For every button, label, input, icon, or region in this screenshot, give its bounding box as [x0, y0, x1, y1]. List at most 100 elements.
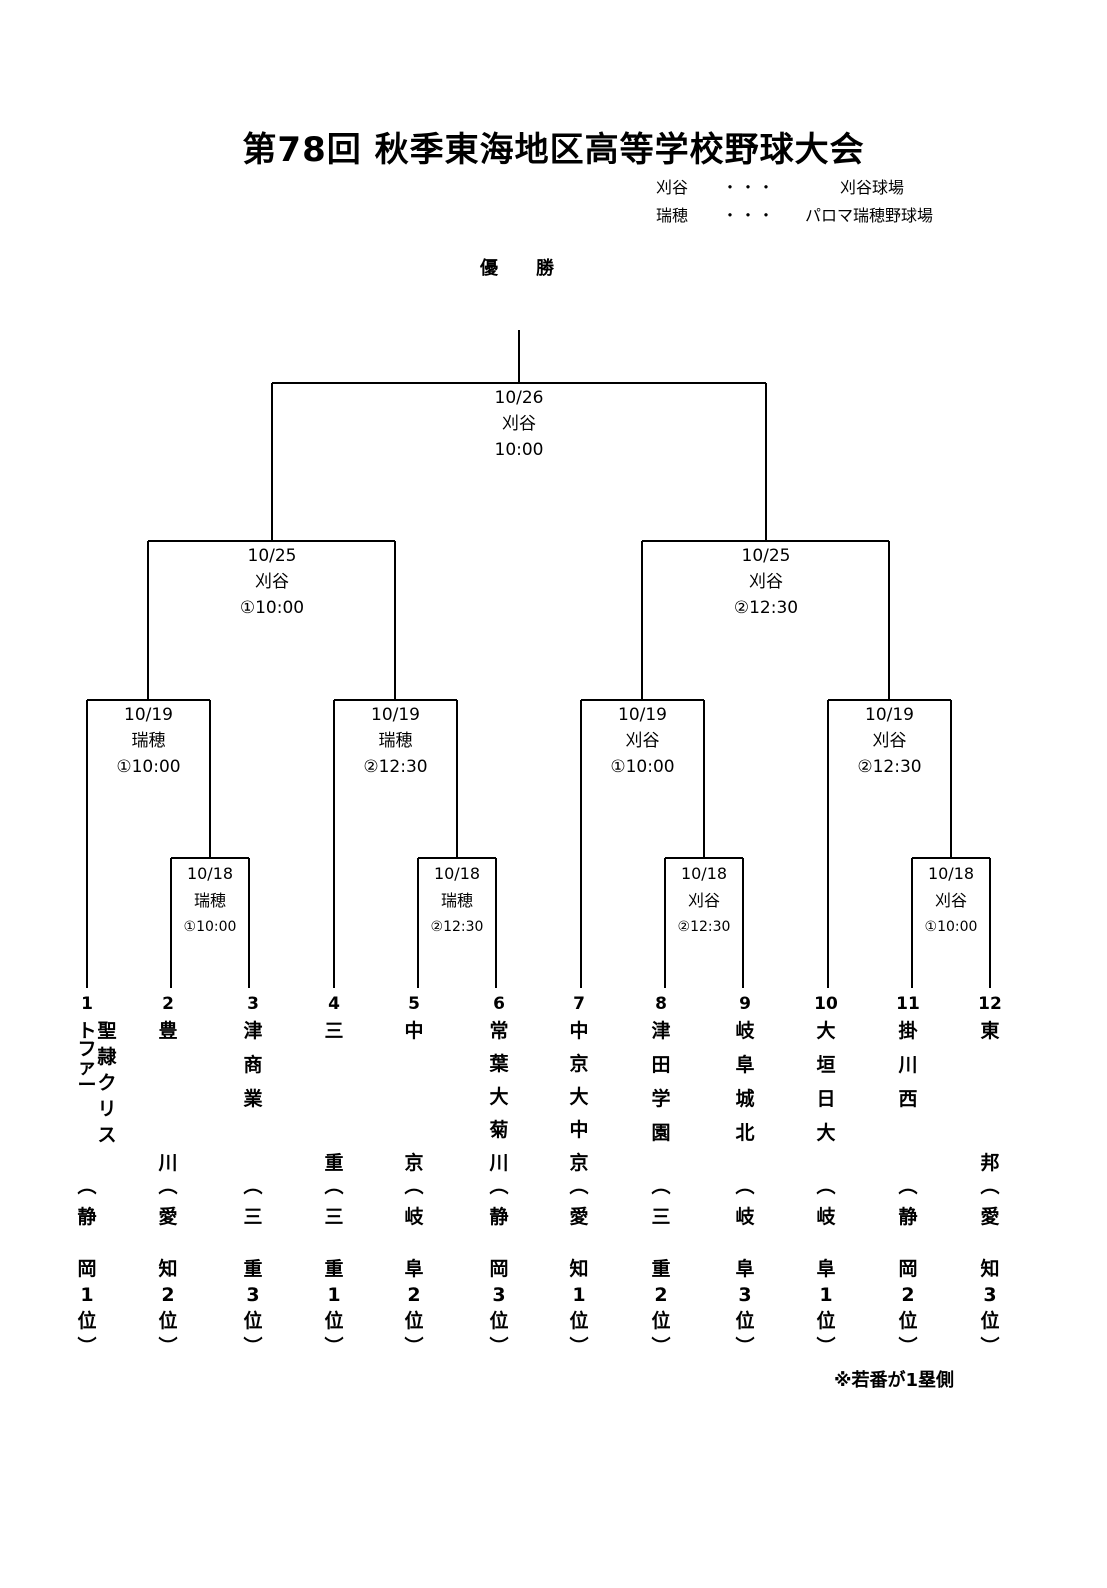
team-rank: 3: [738, 1284, 752, 1306]
pref-close-paren: ︶: [898, 1336, 918, 1358]
team-pref-char: 阜: [404, 1258, 424, 1280]
pref-open-paren: ︵: [77, 1175, 97, 1197]
pref-close-paren: ︶: [158, 1336, 178, 1358]
venue-full-mizuho: パロマ瑞穂野球場: [805, 206, 934, 225]
team-seed-number: 4: [328, 994, 340, 1014]
match-venue: 刈谷: [872, 731, 907, 751]
team-rank-suffix: 位: [404, 1310, 424, 1332]
team-pref-char: 知: [158, 1258, 178, 1280]
team-name-char: 大: [816, 1122, 836, 1144]
team-rank: 3: [246, 1284, 260, 1306]
r1_3-leg-r: [742, 858, 744, 988]
match-venue: 刈谷: [502, 414, 536, 434]
team-name-char: 日: [816, 1088, 836, 1110]
match-date: 10/19: [124, 705, 173, 725]
team-pref-char: 岐: [404, 1206, 424, 1228]
team-name-char: 葉: [489, 1053, 509, 1075]
team-name-char: ァ: [77, 1056, 97, 1078]
team-name-char: 中: [569, 1119, 589, 1141]
team-seed-number: 7: [573, 994, 585, 1014]
pref-close-paren: ︶: [243, 1336, 263, 1358]
match-time: ①10:00: [183, 919, 237, 935]
team-seed-number: 5: [408, 994, 420, 1014]
qf1-leg-r: [209, 700, 211, 858]
match-date: 10/19: [618, 705, 667, 725]
champion-char-1: 優: [480, 258, 498, 279]
team-pref-char: 岡: [77, 1258, 97, 1280]
venue-full-kariya: 刈谷球場: [840, 178, 905, 197]
team-rank: 3: [983, 1284, 997, 1306]
team-rank: 1: [572, 1284, 586, 1306]
pref-close-paren: ︶: [980, 1336, 1000, 1358]
pref-open-paren: ︵: [980, 1175, 1000, 1197]
footnote: ※若番が1塁側: [834, 1370, 955, 1391]
team-name-char: 津: [651, 1020, 671, 1042]
match-time: ②12:30: [677, 919, 731, 935]
team-rank-suffix: 位: [489, 1310, 509, 1332]
page-title: 第78回 秋季東海地区高等学校野球大会: [242, 130, 865, 170]
team-pref-char: 静: [898, 1206, 918, 1228]
team-rank: 2: [901, 1284, 915, 1306]
sf-left-leg-r: [394, 541, 396, 700]
team-name-char: 京: [569, 1152, 589, 1174]
team-pref-char: 重: [651, 1258, 671, 1280]
team-name-char: ス: [97, 1124, 117, 1146]
match-date: 10/19: [371, 705, 420, 725]
match-date: 10/25: [247, 546, 297, 566]
team-rank-suffix: 位: [77, 1310, 97, 1332]
team-name-char: 中: [404, 1020, 424, 1042]
team-name-char: 阜: [735, 1054, 755, 1076]
match-time: ①10:00: [116, 757, 181, 777]
match-venue: 瑞穂: [440, 891, 473, 910]
pref-open-paren: ︵: [158, 1175, 178, 1197]
team-seed-number: 9: [739, 994, 751, 1014]
team-seed-number: 1: [81, 994, 93, 1014]
pref-close-paren: ︶: [324, 1336, 344, 1358]
team-name-char: 学: [651, 1088, 671, 1110]
match-venue: 刈谷: [749, 572, 783, 592]
team-rank-suffix: 位: [816, 1310, 836, 1332]
match-info-qf2: 10/19 瑞穂 ②12:30: [316, 702, 476, 780]
team-pref-char: 静: [77, 1206, 97, 1228]
final-right-leg: [765, 383, 767, 541]
team-name-char: 川: [898, 1054, 918, 1076]
champion-char-2: 勝: [536, 258, 554, 279]
qf1-bar: [87, 699, 210, 701]
team-rank-suffix: 位: [569, 1310, 589, 1332]
team-name-char: リ: [97, 1098, 117, 1120]
qf2-bar: [334, 699, 457, 701]
team-name-char: 豊: [158, 1020, 178, 1042]
pref-close-paren: ︶: [816, 1336, 836, 1358]
match-time: ①10:00: [610, 757, 675, 777]
match-venue: 刈谷: [625, 731, 660, 751]
venue-short-kariya: 刈谷: [656, 178, 689, 197]
r1_3-leg-l: [664, 858, 666, 988]
team-rank: 1: [327, 1284, 341, 1306]
pref-open-paren: ︵: [735, 1175, 755, 1197]
final-stem: [518, 330, 520, 383]
team-name-char: 京: [569, 1053, 589, 1075]
team-name-char: 城: [735, 1088, 755, 1110]
team-name-char: 西: [898, 1088, 918, 1110]
qf3-leg-l: [580, 700, 582, 988]
r1_4-leg-r: [989, 858, 991, 988]
match-venue: 瑞穂: [378, 731, 413, 751]
team-name-char: 菊: [489, 1119, 509, 1141]
match-time: ②12:30: [363, 757, 428, 777]
pref-open-paren: ︵: [651, 1175, 671, 1197]
pref-close-paren: ︶: [489, 1336, 509, 1358]
match-time: ②12:30: [430, 919, 484, 935]
team-rank: 1: [819, 1284, 833, 1306]
team-seed-number: 2: [162, 994, 174, 1014]
team-pref-char: 愛: [158, 1206, 178, 1228]
team-name-char: 邦: [980, 1152, 1000, 1174]
team-pref-char: 阜: [735, 1258, 755, 1280]
